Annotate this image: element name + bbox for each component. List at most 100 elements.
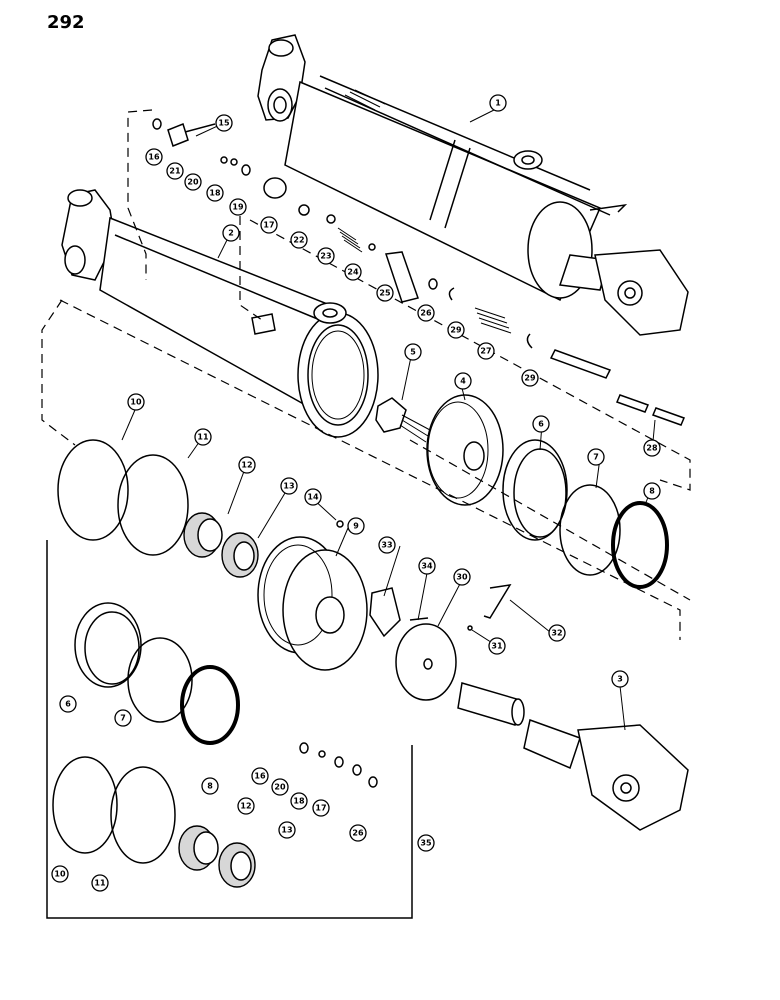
callout-32: 32 bbox=[548, 624, 566, 642]
callout-25: 25 bbox=[376, 284, 394, 302]
callout-7: 7 bbox=[587, 448, 605, 466]
svg-text:21: 21 bbox=[169, 167, 181, 176]
callout-29b: 29 bbox=[521, 369, 539, 387]
svg-text:25: 25 bbox=[379, 289, 391, 298]
piston-seal-parts bbox=[57, 394, 669, 701]
callout-24: 24 bbox=[344, 263, 362, 281]
callout-14: 14 bbox=[304, 488, 322, 506]
callout-26: 26 bbox=[417, 304, 435, 322]
callout-30: 30 bbox=[453, 568, 471, 586]
svg-text:35: 35 bbox=[420, 839, 432, 848]
svg-text:18: 18 bbox=[209, 189, 221, 198]
svg-text:16: 16 bbox=[148, 153, 160, 162]
rod-assembly bbox=[457, 682, 689, 831]
callout-kit-13: 13 bbox=[278, 821, 296, 839]
callout-10: 10 bbox=[127, 393, 145, 411]
svg-text:29: 29 bbox=[524, 374, 536, 383]
callout-23: 23 bbox=[317, 247, 335, 265]
svg-text:9: 9 bbox=[353, 522, 359, 531]
callout-5: 5 bbox=[404, 343, 422, 361]
callout-kit-16: 16 bbox=[251, 767, 269, 785]
callout-18: 18 bbox=[206, 184, 224, 202]
callout-13: 13 bbox=[280, 477, 298, 495]
callout-31: 31 bbox=[488, 637, 506, 655]
svg-text:6: 6 bbox=[538, 420, 544, 429]
barrel bbox=[61, 189, 379, 438]
callout-34: 34 bbox=[418, 557, 436, 575]
callout-33: 33 bbox=[378, 536, 396, 554]
callout-kit-7: 7 bbox=[114, 709, 132, 727]
svg-text:15: 15 bbox=[218, 119, 230, 128]
svg-text:17: 17 bbox=[263, 221, 274, 230]
cylinder-assembly bbox=[257, 34, 689, 336]
svg-text:8: 8 bbox=[207, 782, 213, 791]
svg-text:12: 12 bbox=[240, 802, 251, 811]
svg-text:11: 11 bbox=[94, 879, 106, 888]
svg-text:4: 4 bbox=[460, 377, 466, 386]
callout-kit-26: 26 bbox=[349, 824, 367, 842]
svg-text:12: 12 bbox=[241, 461, 252, 470]
leader-lines bbox=[121, 107, 656, 731]
seal-kit bbox=[46, 540, 413, 919]
callout-kit-20: 20 bbox=[271, 778, 289, 796]
callout-11: 11 bbox=[194, 428, 212, 446]
svg-text:34: 34 bbox=[421, 562, 433, 571]
svg-text:33: 33 bbox=[381, 541, 392, 550]
svg-text:3: 3 bbox=[617, 675, 623, 684]
callout-kit-11: 11 bbox=[91, 874, 109, 892]
svg-text:13: 13 bbox=[281, 826, 292, 835]
callout-kit-17: 17 bbox=[312, 799, 330, 817]
callout-8: 8 bbox=[643, 482, 661, 500]
svg-text:13: 13 bbox=[283, 482, 294, 491]
hardware-parts bbox=[152, 118, 686, 426]
callout-2: 2 bbox=[222, 224, 240, 242]
svg-text:10: 10 bbox=[130, 398, 142, 407]
svg-text:23: 23 bbox=[320, 252, 331, 261]
callout-1: 1 bbox=[489, 94, 507, 112]
callout-kit-6: 6 bbox=[59, 695, 77, 713]
callout-27: 27 bbox=[477, 342, 495, 360]
svg-text:28: 28 bbox=[646, 444, 658, 453]
svg-text:17: 17 bbox=[315, 804, 326, 813]
svg-text:18: 18 bbox=[293, 797, 305, 806]
callout-kit-18: 18 bbox=[290, 792, 308, 810]
callout-20: 20 bbox=[184, 173, 202, 191]
svg-text:31: 31 bbox=[491, 642, 503, 651]
svg-text:29: 29 bbox=[450, 326, 462, 335]
svg-text:7: 7 bbox=[120, 714, 126, 723]
svg-text:11: 11 bbox=[197, 433, 209, 442]
svg-text:20: 20 bbox=[187, 178, 199, 187]
svg-text:14: 14 bbox=[307, 493, 319, 502]
svg-text:24: 24 bbox=[347, 268, 359, 277]
callout-3: 3 bbox=[611, 670, 629, 688]
svg-text:30: 30 bbox=[456, 573, 468, 582]
callout-21: 21 bbox=[166, 162, 184, 180]
callout-kit-12: 12 bbox=[237, 797, 255, 815]
page-number: 292 bbox=[47, 12, 85, 33]
callout-4: 4 bbox=[454, 372, 472, 390]
svg-text:16: 16 bbox=[254, 772, 266, 781]
svg-text:10: 10 bbox=[54, 870, 66, 879]
callout-35: 35 bbox=[417, 834, 435, 852]
svg-text:5: 5 bbox=[410, 348, 416, 357]
svg-text:1: 1 bbox=[495, 99, 501, 108]
svg-text:19: 19 bbox=[232, 203, 244, 212]
callout-15: 15 bbox=[215, 114, 233, 132]
callout-6: 6 bbox=[532, 415, 550, 433]
svg-text:2: 2 bbox=[228, 229, 234, 238]
callout-kit-10: 10 bbox=[51, 865, 69, 883]
svg-text:27: 27 bbox=[480, 347, 491, 356]
callout-17: 17 bbox=[260, 216, 278, 234]
svg-text:6: 6 bbox=[65, 700, 71, 709]
svg-text:22: 22 bbox=[293, 236, 304, 245]
grouping-lines bbox=[41, 109, 691, 640]
callout-22: 22 bbox=[290, 231, 308, 249]
svg-text:26: 26 bbox=[420, 309, 432, 318]
callout-kit-8: 8 bbox=[201, 777, 219, 795]
svg-text:7: 7 bbox=[593, 453, 599, 462]
svg-text:20: 20 bbox=[274, 783, 286, 792]
callout-28: 28 bbox=[643, 439, 661, 457]
callout-9: 9 bbox=[347, 517, 365, 535]
callout-16: 16 bbox=[145, 148, 163, 166]
